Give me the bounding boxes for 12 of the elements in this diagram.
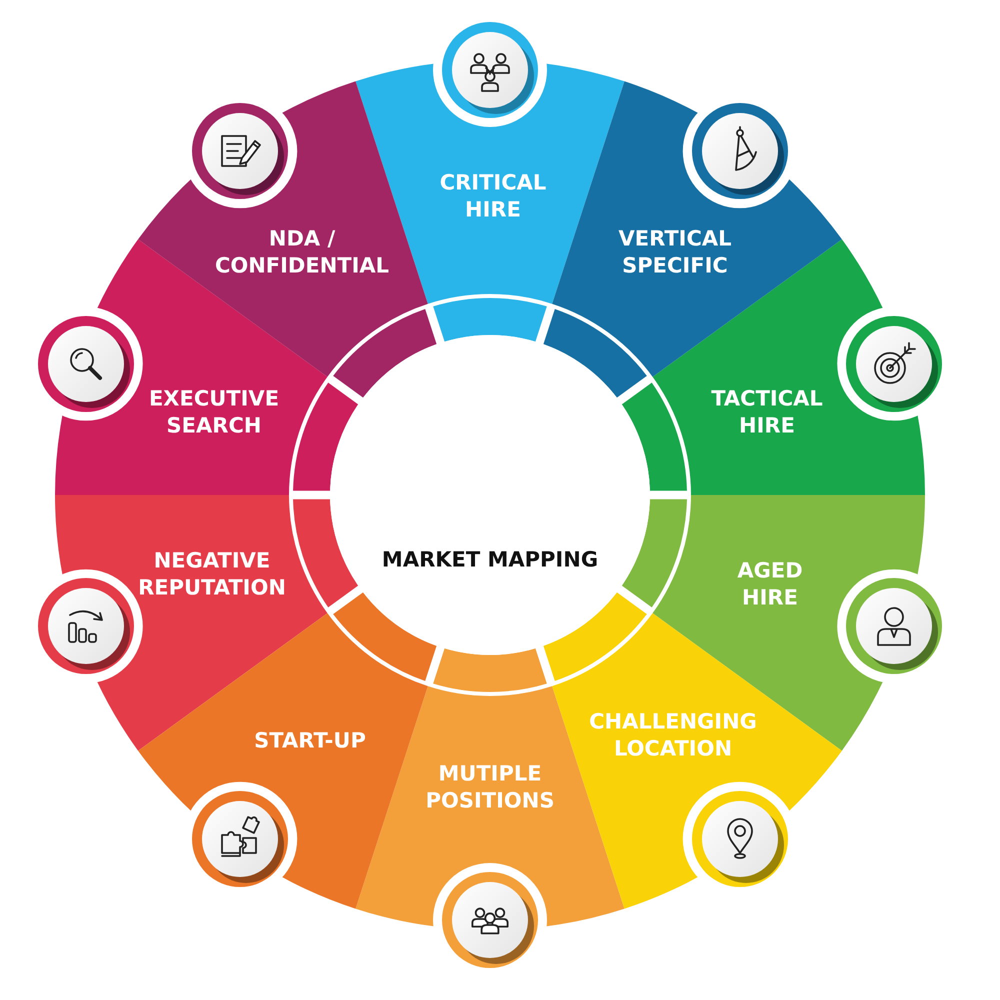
segment-label: VERTICAL SPECIFIC [618, 226, 732, 280]
segment-label: MUTIPLE POSITIONS [426, 760, 554, 815]
hub-title: MARKET MAPPING [382, 546, 598, 574]
segment-label: NDA / CONFIDENTIAL [214, 226, 390, 280]
segment-label: CHALLENGING LOCATION [589, 708, 757, 763]
segment-label: NEGATIVE REPUTATION [138, 548, 286, 602]
segment-label: START-UP [254, 727, 366, 754]
center-circle [330, 335, 650, 655]
segment-label: CRITICAL HIRE [440, 170, 546, 224]
segment-label: AGED HIRE [737, 558, 803, 612]
segment-label: TACTICAL HIRE [711, 386, 823, 440]
segment-label: EXECUTIVE SEARCH [148, 386, 280, 440]
